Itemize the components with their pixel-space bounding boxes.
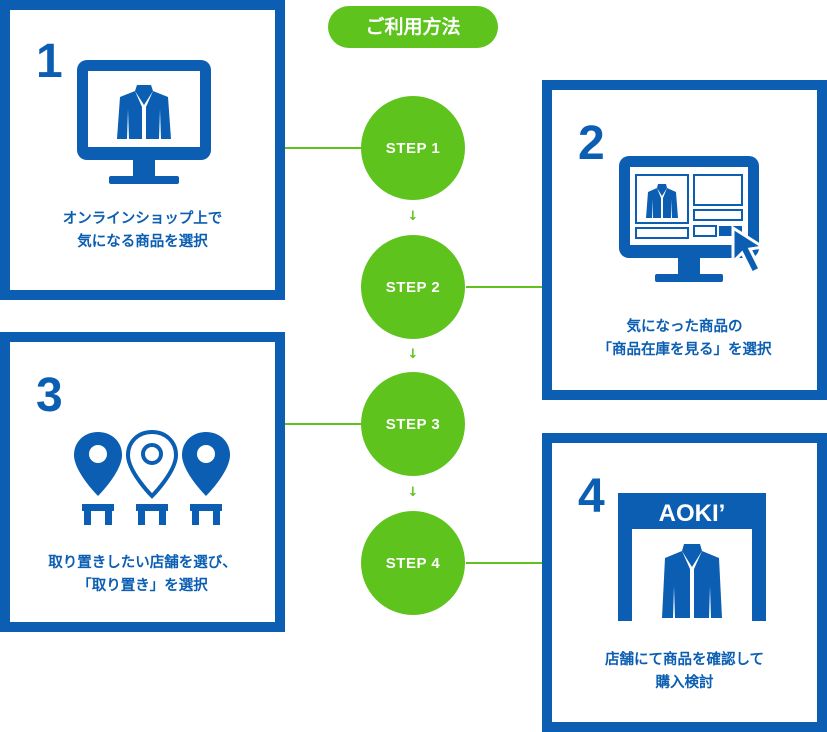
map-pin-icon — [182, 432, 230, 496]
map-pin-selected-icon — [125, 429, 179, 499]
store-pins-icon — [74, 429, 230, 525]
store-building-icon — [82, 504, 222, 525]
step-3-number: 3 — [36, 369, 63, 422]
step-3-text: 取り置きしたい店舗を選び、 「取り置き」を選択 — [48, 555, 237, 594]
monitor-cursor-icon — [619, 156, 768, 282]
down-arrow-icon: ↓ — [407, 347, 419, 362]
page-title: ご利用方法 — [328, 6, 498, 48]
step-2-circle: STEP 2 — [361, 235, 465, 339]
step-4-number: 4 — [578, 470, 605, 523]
store-sign-text: AOKI’ — [659, 500, 726, 527]
step-1-circle: STEP 1 — [361, 96, 465, 200]
step-1-text: オンラインショップ上で 気になる商品を選択 — [62, 211, 223, 250]
step-4-circle: STEP 4 — [361, 511, 465, 615]
monitor-jacket-icon — [77, 60, 211, 184]
step-1-number: 1 — [36, 35, 63, 88]
map-pin-icon — [74, 432, 122, 496]
step-4-card: 4 AOKI’ 店舗にて商品を確認して 購入検討 — [542, 433, 827, 732]
step-2-number: 2 — [578, 117, 605, 170]
step-3-circle: STEP 3 — [361, 372, 465, 476]
storefront-icon: AOKI’ — [618, 493, 766, 621]
step-2-text: 気になった商品の 「商品在庫を見る」を選択 — [597, 319, 772, 358]
step-4-text: 店舗にて商品を確認して 購入検討 — [604, 652, 765, 691]
step-2-card: 2 気になった商品の 「商品在庫を見る」を選択 — [542, 80, 827, 400]
down-arrow-icon: ↓ — [407, 209, 419, 224]
step-3-card: 3 取り置きしたい店舗を選び、 「取り置き」を選択 — [0, 332, 285, 632]
step-1-card: 1 オンラインショップ上で 気になる商品を選択 — [0, 0, 285, 300]
down-arrow-icon: ↓ — [407, 485, 419, 500]
